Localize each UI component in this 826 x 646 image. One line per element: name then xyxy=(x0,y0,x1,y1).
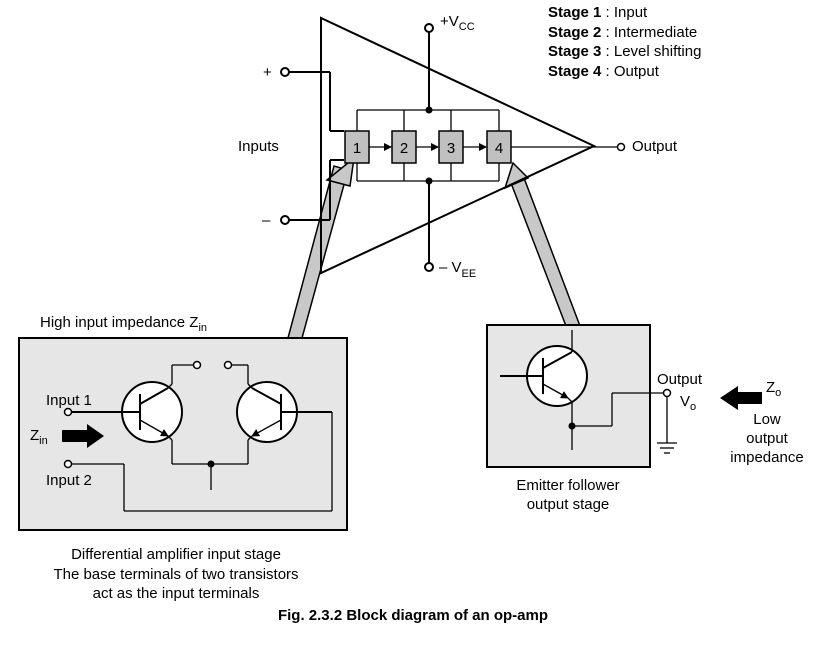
transistor-q1 xyxy=(72,381,183,443)
low-output-impedance-label: Low output impedance xyxy=(730,411,803,466)
vee-terminal xyxy=(424,262,434,272)
input1-label: Input 1 xyxy=(46,392,92,409)
output-terminal xyxy=(616,142,626,152)
stage-block-1: 1 xyxy=(344,130,370,164)
plus-sign: + xyxy=(263,64,272,81)
vo-label: Vo xyxy=(680,393,696,413)
svg-text:Low: Low xyxy=(753,411,781,428)
output-stage-panel xyxy=(486,324,663,468)
opamp-triangle xyxy=(320,16,597,275)
svg-text:Differential amplifier input s: Differential amplifier input stage xyxy=(71,546,281,563)
inverting-input-terminal xyxy=(280,215,290,225)
output-stage-caption: Emitter follower output stage xyxy=(516,477,619,513)
inputs-label: Inputs xyxy=(238,138,279,155)
zo-arrow xyxy=(720,386,762,410)
vo-terminal xyxy=(662,388,672,398)
svg-text:output: output xyxy=(746,430,789,447)
figure-caption: Fig. 2.3.2 Block diagram of an op-amp xyxy=(278,607,548,624)
svg-text:output stage: output stage xyxy=(527,496,610,513)
transistor-q2 xyxy=(236,381,332,443)
svg-text:Stage 2 : Intermediate: Stage 2 : Intermediate xyxy=(548,24,697,41)
svg-text:The base terminals of two tran: The base terminals of two transistors xyxy=(53,566,298,583)
output-stage-pointer xyxy=(510,177,582,327)
svg-text:2: 2 xyxy=(400,140,408,157)
svg-text:Emitter follower: Emitter follower xyxy=(516,477,619,494)
noninverting-input-terminal xyxy=(280,67,290,77)
svg-text:act as the input terminals: act as the input terminals xyxy=(93,585,260,602)
vcc-label: +VCC xyxy=(440,13,475,33)
input-stage-pointer-head xyxy=(325,156,356,187)
minus-sign: – xyxy=(262,212,271,229)
svg-text:Stage 4 : Output: Stage 4 : Output xyxy=(548,63,660,80)
input-stage-heading: High input impedance Zin xyxy=(40,314,207,334)
input1-terminal xyxy=(63,407,73,417)
svg-text:Stage 1 : Input: Stage 1 : Input xyxy=(548,4,648,21)
stage-legend: Stage 1 : Input Stage 2 : Intermediate S… xyxy=(548,4,701,80)
svg-text:Stage 3 : Level shifting: Stage 3 : Level shifting xyxy=(548,43,701,60)
stage-block-2: 2 xyxy=(391,130,417,164)
stage-block-3: 3 xyxy=(438,130,464,164)
output-label: Output xyxy=(632,138,678,155)
vcc-terminal xyxy=(424,23,434,33)
svg-text:3: 3 xyxy=(447,140,455,157)
transistor-emitter-follower xyxy=(500,345,588,407)
zin-label: Zin xyxy=(30,427,48,447)
input2-terminal xyxy=(63,459,73,469)
svg-text:1: 1 xyxy=(353,140,361,157)
stage-block-4: 4 xyxy=(486,130,512,164)
svg-text:impedance: impedance xyxy=(730,449,803,466)
input-stage-caption: Differential amplifier input stage The b… xyxy=(53,546,298,602)
input-stage-panel: Input 1 Input 2 xyxy=(18,337,348,531)
input2-label: Input 2 xyxy=(46,472,92,489)
svg-text:4: 4 xyxy=(495,140,503,157)
zin-arrow xyxy=(62,424,104,448)
zo-label: Zo xyxy=(766,379,781,399)
vee-label: – VEE xyxy=(439,259,476,280)
input-stage-pointer xyxy=(287,165,349,339)
vo-output-label: Output xyxy=(657,371,703,388)
